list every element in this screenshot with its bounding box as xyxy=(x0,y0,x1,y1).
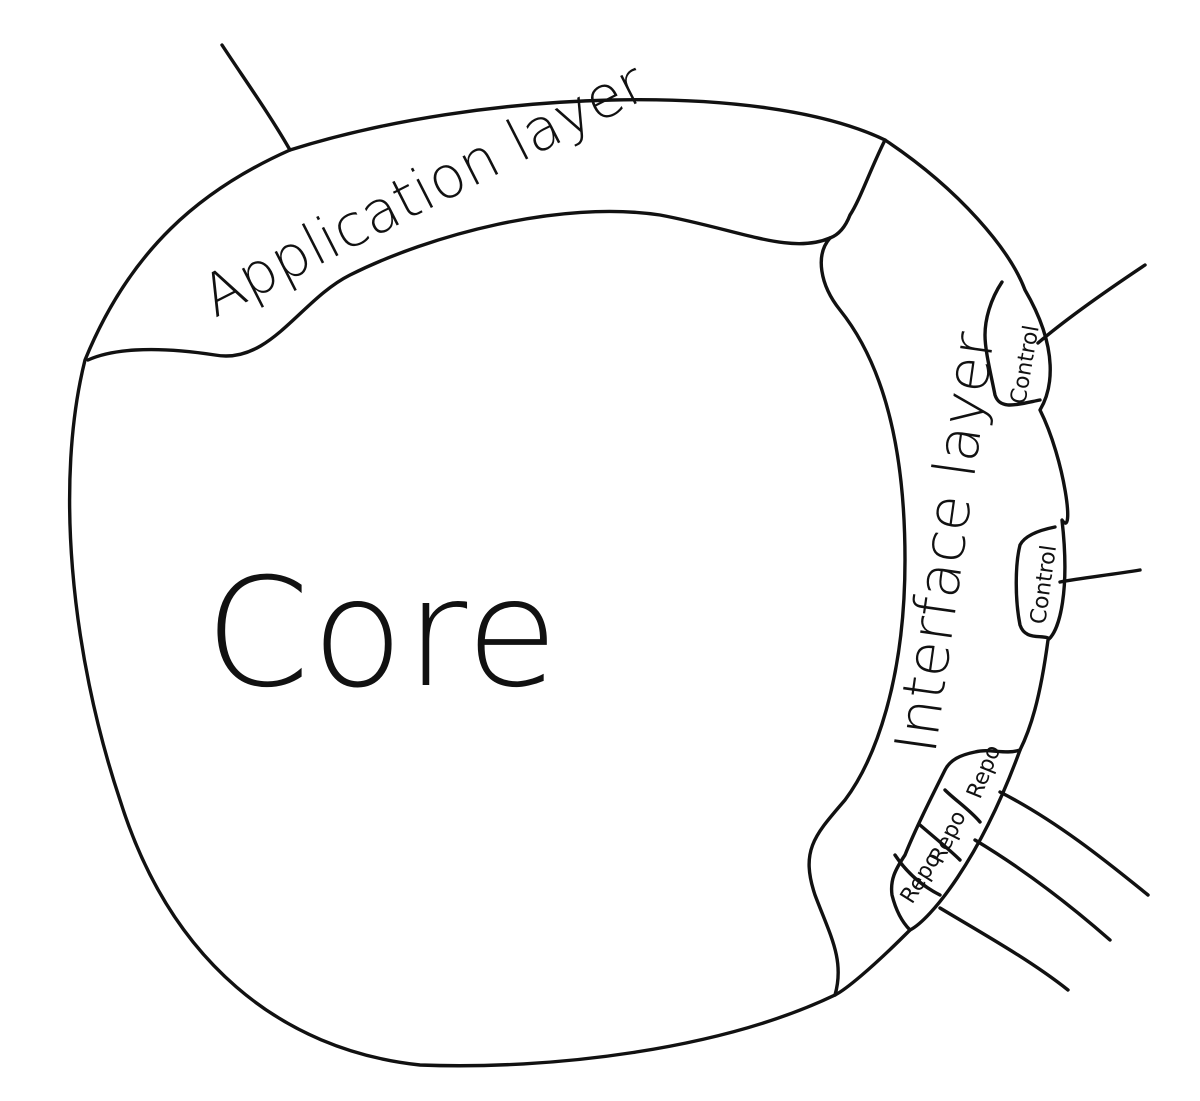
connector-repo-3 xyxy=(938,906,1070,992)
connector-repo-1 xyxy=(998,790,1150,897)
application-layer-boundary xyxy=(86,209,832,362)
repo-tabs-outline xyxy=(889,748,1022,932)
repo-divider-1 xyxy=(943,788,982,824)
repo-divider-2 xyxy=(918,823,962,862)
application-layer-label: Application layer xyxy=(190,48,656,330)
connector-controller-1 xyxy=(1036,263,1147,345)
interface-layer-boundary xyxy=(807,236,907,997)
outer-boundary xyxy=(67,98,1070,1068)
connector-controller-2 xyxy=(1058,568,1142,584)
controller-tab-1 xyxy=(983,280,1042,407)
repo-divider-3 xyxy=(893,853,942,897)
connector-repo-2 xyxy=(973,838,1112,942)
controller-tab-2 xyxy=(1014,525,1057,640)
interface-layer-label: Interface layer xyxy=(882,328,1008,757)
layer-divider xyxy=(828,138,887,240)
core-label: Core xyxy=(205,547,560,721)
connector-application xyxy=(220,43,292,152)
controller-label-2: Control xyxy=(1026,544,1062,626)
controller-label-1: Control xyxy=(1006,323,1044,406)
